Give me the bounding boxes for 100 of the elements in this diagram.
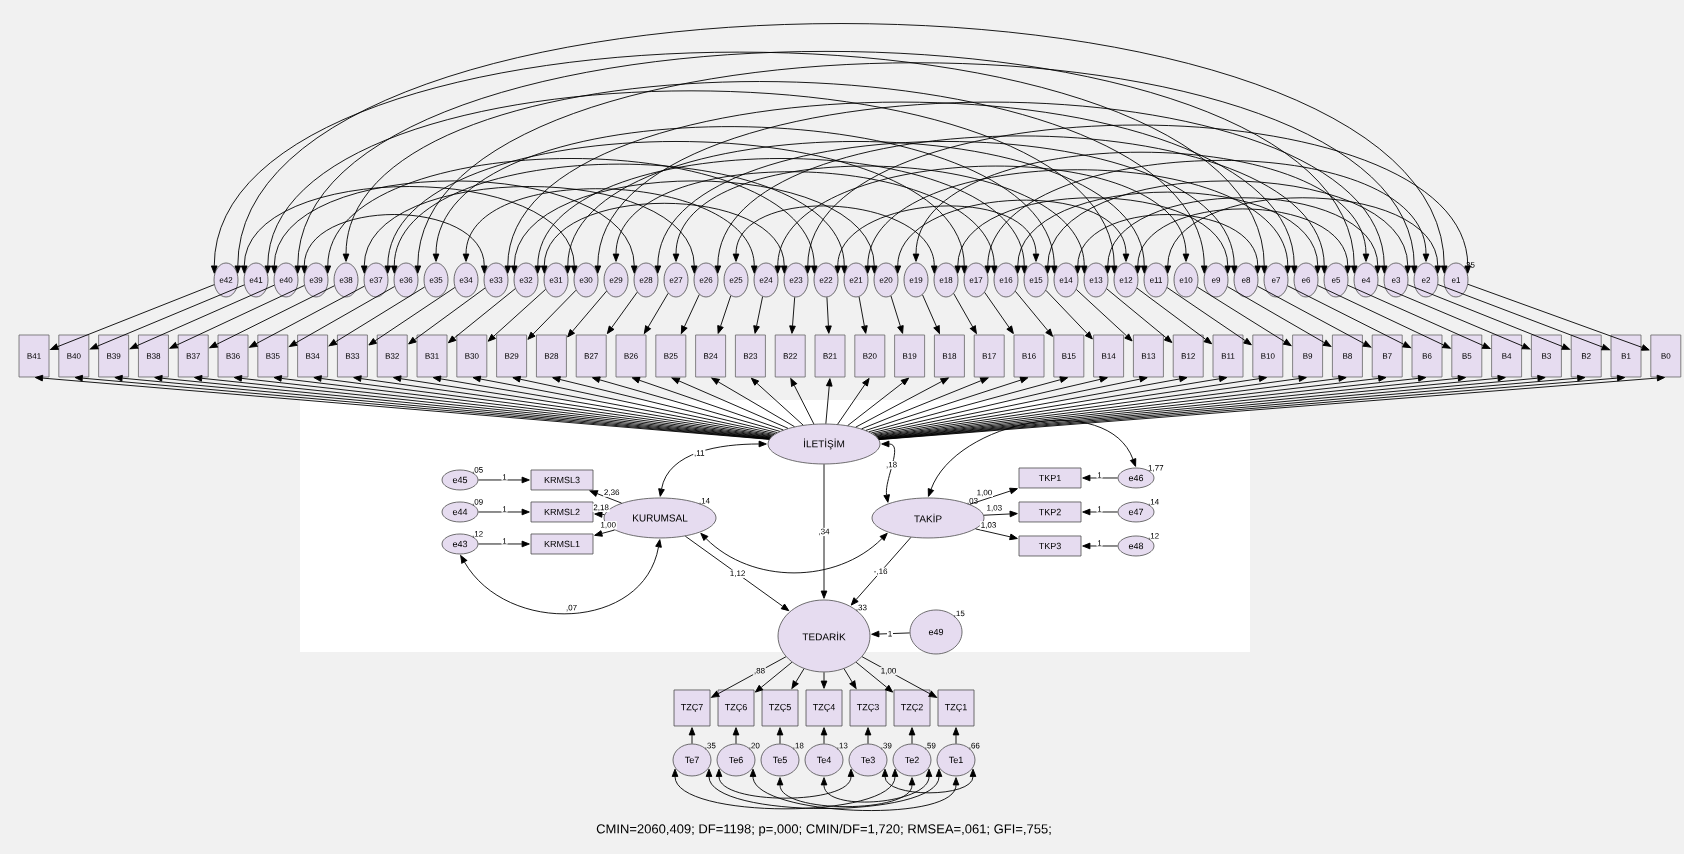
covariance-arc <box>1074 214 1262 274</box>
path-arrow <box>589 490 622 504</box>
covariance-arc <box>390 163 848 274</box>
path-arrow <box>169 285 305 349</box>
covariance-arc <box>264 90 1118 274</box>
path-arrow <box>477 476 530 484</box>
covariance-arc <box>1164 197 1442 274</box>
covariance-arc <box>564 141 1148 274</box>
path-arrow <box>408 287 486 345</box>
path-arrow <box>631 377 784 431</box>
path-arrow <box>688 727 696 745</box>
path-arrow <box>717 295 732 334</box>
path-arrow <box>249 285 365 348</box>
path-arrow <box>825 378 833 425</box>
covariance-arc <box>715 768 855 799</box>
path-arrow <box>865 376 1029 431</box>
path-arrow <box>209 285 335 349</box>
path-arrow <box>1227 286 1332 347</box>
covariance-arc <box>510 180 878 274</box>
path-arrow <box>552 376 778 433</box>
path-arrow <box>890 295 904 334</box>
path-arrow <box>477 540 530 548</box>
covariance-arc <box>671 768 899 810</box>
path-arrow <box>328 286 426 347</box>
path-arrow <box>1287 285 1411 349</box>
path-arrow <box>861 377 989 430</box>
path-arrow <box>606 291 638 335</box>
path-arrow <box>850 536 912 606</box>
path-arrow <box>592 376 781 432</box>
covariance-arc <box>894 200 1130 274</box>
path-arrow <box>1014 290 1054 337</box>
covariance-arc <box>612 171 998 274</box>
covariance-arc <box>240 186 578 274</box>
covariance-arc <box>705 768 943 809</box>
path-arrow <box>1082 542 1119 550</box>
path-arrow <box>790 378 815 425</box>
covariance-arc <box>700 532 888 574</box>
path-arrow <box>908 727 916 745</box>
path-arrow <box>855 377 949 428</box>
path-arrow <box>776 727 784 745</box>
covariance-arc <box>749 768 960 811</box>
path-arrow <box>864 727 872 745</box>
path-arrow <box>791 668 805 689</box>
path-arrow <box>953 293 977 334</box>
covariance-arc <box>1014 191 1322 274</box>
covariance-arc <box>460 539 662 615</box>
path-arrow <box>984 291 1014 334</box>
covariance-arc <box>912 151 1370 262</box>
path-arrow <box>594 529 615 537</box>
covariance-arc <box>384 141 968 274</box>
path-arrow <box>1106 288 1173 343</box>
path-arrow <box>711 656 787 698</box>
path-arrow <box>89 284 245 350</box>
path-arrow <box>861 656 937 698</box>
covariance-arc <box>776 777 916 808</box>
path-arrow <box>1136 287 1213 345</box>
path-arrow <box>1082 508 1119 516</box>
path-arrow <box>1075 289 1133 342</box>
covariance-arc <box>594 101 1388 274</box>
covariance-arc <box>342 81 1208 274</box>
path-arrow <box>487 288 547 342</box>
path-arrow <box>1257 285 1372 348</box>
path-arrow <box>1045 289 1093 340</box>
covariance-arc <box>954 197 1232 274</box>
covariance-arc <box>804 124 1472 274</box>
path-arrow <box>447 288 516 344</box>
covariance-arc <box>774 165 1190 274</box>
path-arrow <box>368 287 456 346</box>
covariance-arc <box>534 158 1028 274</box>
path-arrow <box>754 661 793 693</box>
covariance-arc <box>1134 208 1352 274</box>
path-arrow <box>1407 284 1571 350</box>
path-arrow <box>288 286 395 347</box>
path-arrow <box>594 511 605 518</box>
covariance-arc <box>1044 180 1412 274</box>
path-arrow <box>983 510 1018 518</box>
path-arrow <box>858 296 868 334</box>
path-arrow <box>820 671 828 689</box>
covariance-arc <box>834 205 1040 274</box>
covariance-arc <box>881 440 896 503</box>
covariance-arc <box>672 165 1088 274</box>
path-arrow <box>847 377 910 426</box>
path-arrow <box>820 463 828 599</box>
covariance-arc <box>504 101 1298 274</box>
covariance-arc <box>432 126 1058 274</box>
covariance-arc <box>360 186 698 274</box>
path-arrow <box>1082 474 1119 482</box>
covariance-arc <box>654 141 1238 274</box>
covariance-arc <box>984 160 1430 274</box>
covariance-arc <box>927 419 1137 497</box>
path-arrow <box>1196 286 1292 347</box>
path-arrow <box>1317 285 1451 349</box>
path-arrow <box>680 294 700 334</box>
path-arrow <box>732 727 740 745</box>
path-arrow <box>820 727 828 745</box>
path-arrow <box>711 377 795 428</box>
path-arrow <box>671 377 789 429</box>
path-arrow <box>567 290 607 338</box>
covariance-arc <box>300 214 488 274</box>
covariance-arc <box>881 768 977 794</box>
